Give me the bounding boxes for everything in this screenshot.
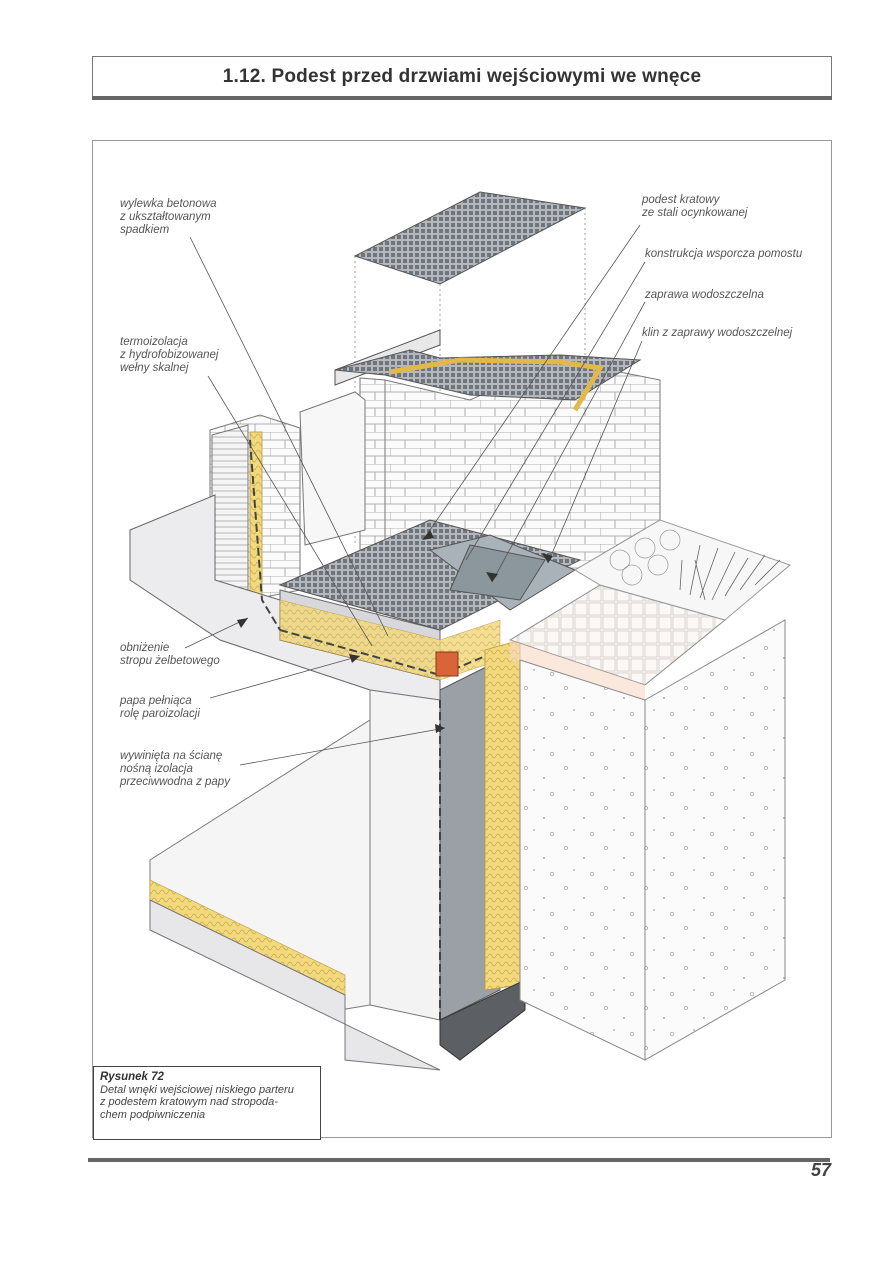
figure-frame (92, 140, 832, 1138)
label-grating-landing: podest kratowy ze stali ocynkowanej (642, 194, 748, 219)
label-thermal-insulation: termoizolacja z hydrofobizowanej wełny s… (120, 336, 219, 374)
title-underline (92, 96, 832, 100)
page-title: 1.12. Podest przed drzwiami wejściowymi … (222, 65, 702, 87)
label-support-structure: konstrukcja wsporcza pomostu (645, 248, 803, 260)
label-concrete-screed: wylewka betonowa z ukształtowanym spadki… (120, 198, 217, 236)
page-number: 57 (810, 1160, 831, 1180)
leader-lines (184, 224, 646, 766)
landing-structure (129, 439, 582, 701)
figure-caption: Rysunek 72 Detal wnęki wejściowej niskie… (93, 1066, 321, 1140)
leader-arrows (237, 530, 553, 733)
label-waterproof-mortar: zaprawa wodoszczelna (645, 289, 764, 301)
caption-title: Rysunek 72 (100, 1071, 164, 1083)
ceiling-slab (149, 719, 441, 1071)
label-slab-lowering: obniżenie stropu żelbetowego (120, 642, 220, 667)
basement-wall (369, 639, 526, 1061)
label-vapour-barrier: papa pełniąca rolę paroizolacji (120, 695, 200, 720)
soil-and-paving (508, 519, 791, 1061)
label-mortar-wedge: klin z zaprawy wodoszczelnej (642, 327, 793, 339)
footer-rule (88, 1158, 830, 1162)
caption-text: Detal wnęki wejściowej niskiego parteru … (100, 1083, 294, 1121)
title-box: 1.12. Podest przed drzwiami wejściowymi … (92, 56, 832, 96)
label-waterproofing: wywinięta na ścianę nośną izolacja przec… (120, 750, 230, 788)
